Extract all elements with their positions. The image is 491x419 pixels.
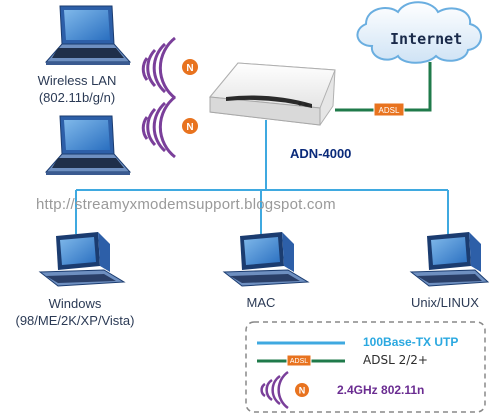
router-device bbox=[209, 62, 336, 126]
laptop-bottom bbox=[44, 115, 132, 175]
computer-unix bbox=[409, 232, 490, 287]
legend-n-badge-text: N bbox=[299, 386, 306, 396]
wireless-lan-label-line1: Wireless LAN bbox=[37, 73, 117, 88]
computer-windows bbox=[38, 232, 126, 287]
adsl-tag-line-text: ADSL bbox=[379, 106, 400, 115]
unix-label: Unix/LINUX bbox=[411, 295, 479, 310]
windows-label: Windows (98/ME/2K/XP/Vista) bbox=[0, 295, 150, 329]
wireless-signal-bottom: N bbox=[141, 95, 198, 159]
mac-label: MAC bbox=[246, 295, 276, 310]
n-badge-top-text: N bbox=[186, 63, 193, 74]
router-model-label: ADN-4000 bbox=[290, 146, 352, 161]
internet-cloud bbox=[356, 1, 482, 64]
n-badge-top bbox=[182, 59, 198, 75]
wireless-lan-label: Wireless LAN (802.11b/g/n) bbox=[22, 72, 132, 106]
legend-adsl-text: ADSL 2/2+ bbox=[363, 353, 428, 367]
n-badge-bottom-text: N bbox=[186, 122, 193, 133]
legend-wireless-icon: N bbox=[260, 370, 309, 410]
windows-label-line2: (98/ME/2K/XP/Vista) bbox=[15, 313, 135, 328]
computer-mac bbox=[222, 232, 310, 287]
internet-label: Internet bbox=[390, 30, 463, 48]
watermark-url: http://streamyxmodemsupport.blogspot.com bbox=[36, 196, 336, 213]
adsl-tag-line: ADSL bbox=[373, 102, 405, 117]
legend-adsl-tag-text: ADSL bbox=[290, 358, 308, 365]
windows-label-line1: Windows bbox=[48, 296, 102, 311]
legend-box: ADSL N bbox=[245, 321, 486, 413]
legend-adsl-tag bbox=[286, 354, 312, 367]
utp-lines bbox=[75, 120, 449, 234]
wireless-signal-top: N bbox=[141, 36, 198, 100]
wireless-lan-label-line2: (802.11b/g/n) bbox=[38, 90, 116, 105]
adsl-line bbox=[335, 62, 432, 112]
legend-utp-text: 100Base-TX UTP bbox=[363, 335, 459, 349]
legend-wireless-text: 2.4GHz 802.11n bbox=[337, 383, 425, 397]
laptop-top bbox=[44, 5, 132, 65]
n-badge-bottom bbox=[182, 118, 198, 134]
